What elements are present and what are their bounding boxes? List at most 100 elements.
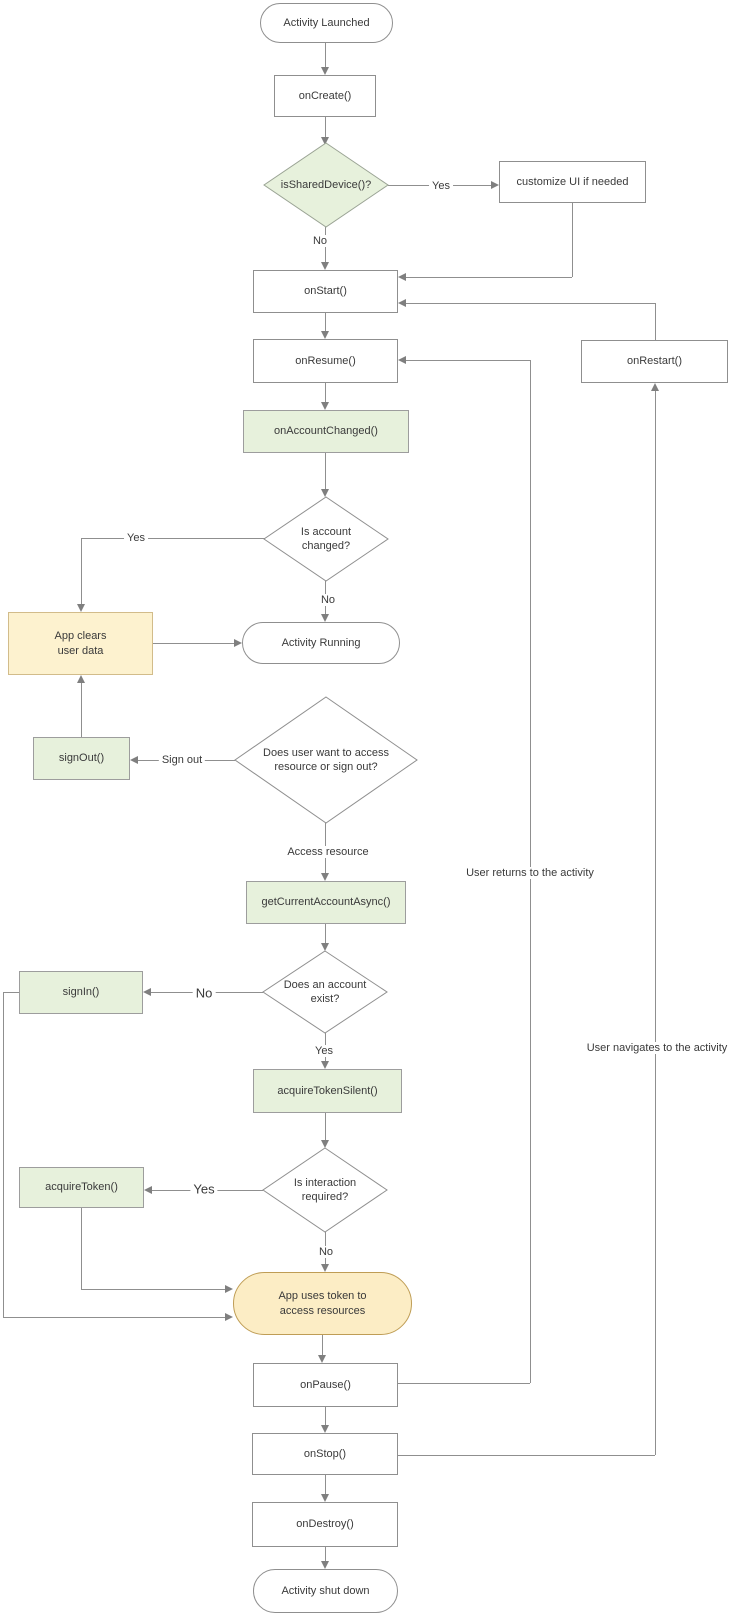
arrowhead [77,604,85,612]
connector [398,1383,530,1384]
arrowhead [321,1425,329,1433]
arrowhead [321,262,329,270]
connector [322,1335,323,1355]
arrowhead [491,181,499,189]
connector [81,683,82,737]
edge-label-no: No [309,235,331,247]
connector [81,538,265,539]
arrowhead [321,1494,329,1502]
node-app-clears-user-data: App clears user data [8,612,153,675]
connector [3,992,4,1317]
arrowhead [321,873,329,881]
connector [81,538,82,604]
edge-label-yes: Yes [312,1045,336,1057]
arrowhead [321,943,329,951]
arrowhead [318,1355,326,1363]
arrowhead [321,1561,329,1569]
decision-label: isSharedDevice()? [280,178,372,191]
connector [325,383,326,402]
node-ondestroy: onDestroy() [252,1502,398,1547]
terminator-activity-shut-down: Activity shut down [253,1569,398,1613]
connector [325,313,326,331]
connector [572,203,573,277]
node-oncreate: onCreate() [274,75,376,117]
decision-is-account-changed: Is account changed? [264,497,388,581]
decision-is-interaction-required: Is interaction required? [263,1148,387,1232]
connector [406,303,655,304]
connector [3,1317,225,1318]
node-label: App uses token to access resources [278,1290,367,1317]
edge-label-no: No [315,1246,337,1258]
decision-label: Does an account exist? [283,978,367,1005]
arrowhead [398,273,406,281]
node-signin: signIn() [19,971,143,1014]
connector [325,117,326,137]
connector [81,1208,82,1289]
edge-label-yes: Yes [429,180,453,192]
arrowhead [130,756,138,764]
node-onresume: onResume() [253,339,398,383]
diamond-shape [235,697,417,823]
decision-does-account-exist: Does an account exist? [263,951,387,1033]
connector [325,1407,326,1425]
node-signout: signOut() [33,737,130,780]
diamond-shape [264,143,388,227]
node-getcurrentaccountasync: getCurrentAccountAsync() [246,881,406,924]
connector [325,924,326,943]
connector [325,43,326,67]
arrowhead [398,356,406,364]
node-label: App clears user data [54,630,107,657]
connector [398,1455,655,1456]
edge-label-yes: Yes [124,532,148,544]
arrowhead [321,1140,329,1148]
edge-label-no: No [317,594,339,606]
connector [406,277,572,278]
terminator-activity-running: Activity Running [242,622,400,664]
diamond-shape [263,1148,387,1232]
decision-label: Is account changed? [300,525,352,552]
connector [655,391,656,1455]
node-acquiretokensilent: acquireTokenSilent() [253,1069,402,1113]
node-onstop: onStop() [252,1433,398,1475]
decision-label: Does user want to access resource or sig… [263,746,389,773]
connector [325,1113,326,1140]
node-onrestart: onRestart() [581,340,728,383]
arrowhead [321,614,329,622]
terminator-app-uses-token: App uses token to access resources [233,1272,412,1335]
arrowhead [321,489,329,497]
connector [325,1547,326,1561]
edge-label-sign-out: Sign out [158,754,206,766]
arrowhead [398,299,406,307]
arrowhead [225,1313,233,1321]
arrowhead [651,383,659,391]
edge-label-access-resource: Access resource [284,846,372,858]
edge-label-user-navigates: User navigates to the activity [583,1042,731,1054]
connector [325,453,326,489]
node-onaccountchanged: onAccountChanged() [243,410,409,453]
node-acquiretoken: acquireToken() [19,1167,144,1208]
diamond-shape [264,497,388,581]
arrowhead [144,1186,152,1194]
decision-does-user-want: Does user want to access resource or sig… [235,697,417,823]
node-onstart: onStart() [253,270,398,313]
connector [81,1289,225,1290]
terminator-activity-launched: Activity Launched [260,3,393,43]
diamond-shape [263,951,387,1033]
arrowhead [77,675,85,683]
node-onpause: onPause() [253,1363,398,1407]
connector [406,360,530,361]
edge-label-no: No [192,985,216,1001]
arrowhead [321,67,329,75]
decision-label: Is interaction required? [293,1176,357,1203]
connector [3,992,19,993]
connector [153,643,234,644]
arrowhead [321,331,329,339]
node-customize-ui: customize UI if needed [499,161,646,203]
arrowhead [234,639,242,647]
arrowhead [143,988,151,996]
connector [325,1475,326,1494]
arrowhead [321,137,329,145]
arrowhead [321,1264,329,1272]
edge-label-user-returns: User returns to the activity [463,867,597,879]
